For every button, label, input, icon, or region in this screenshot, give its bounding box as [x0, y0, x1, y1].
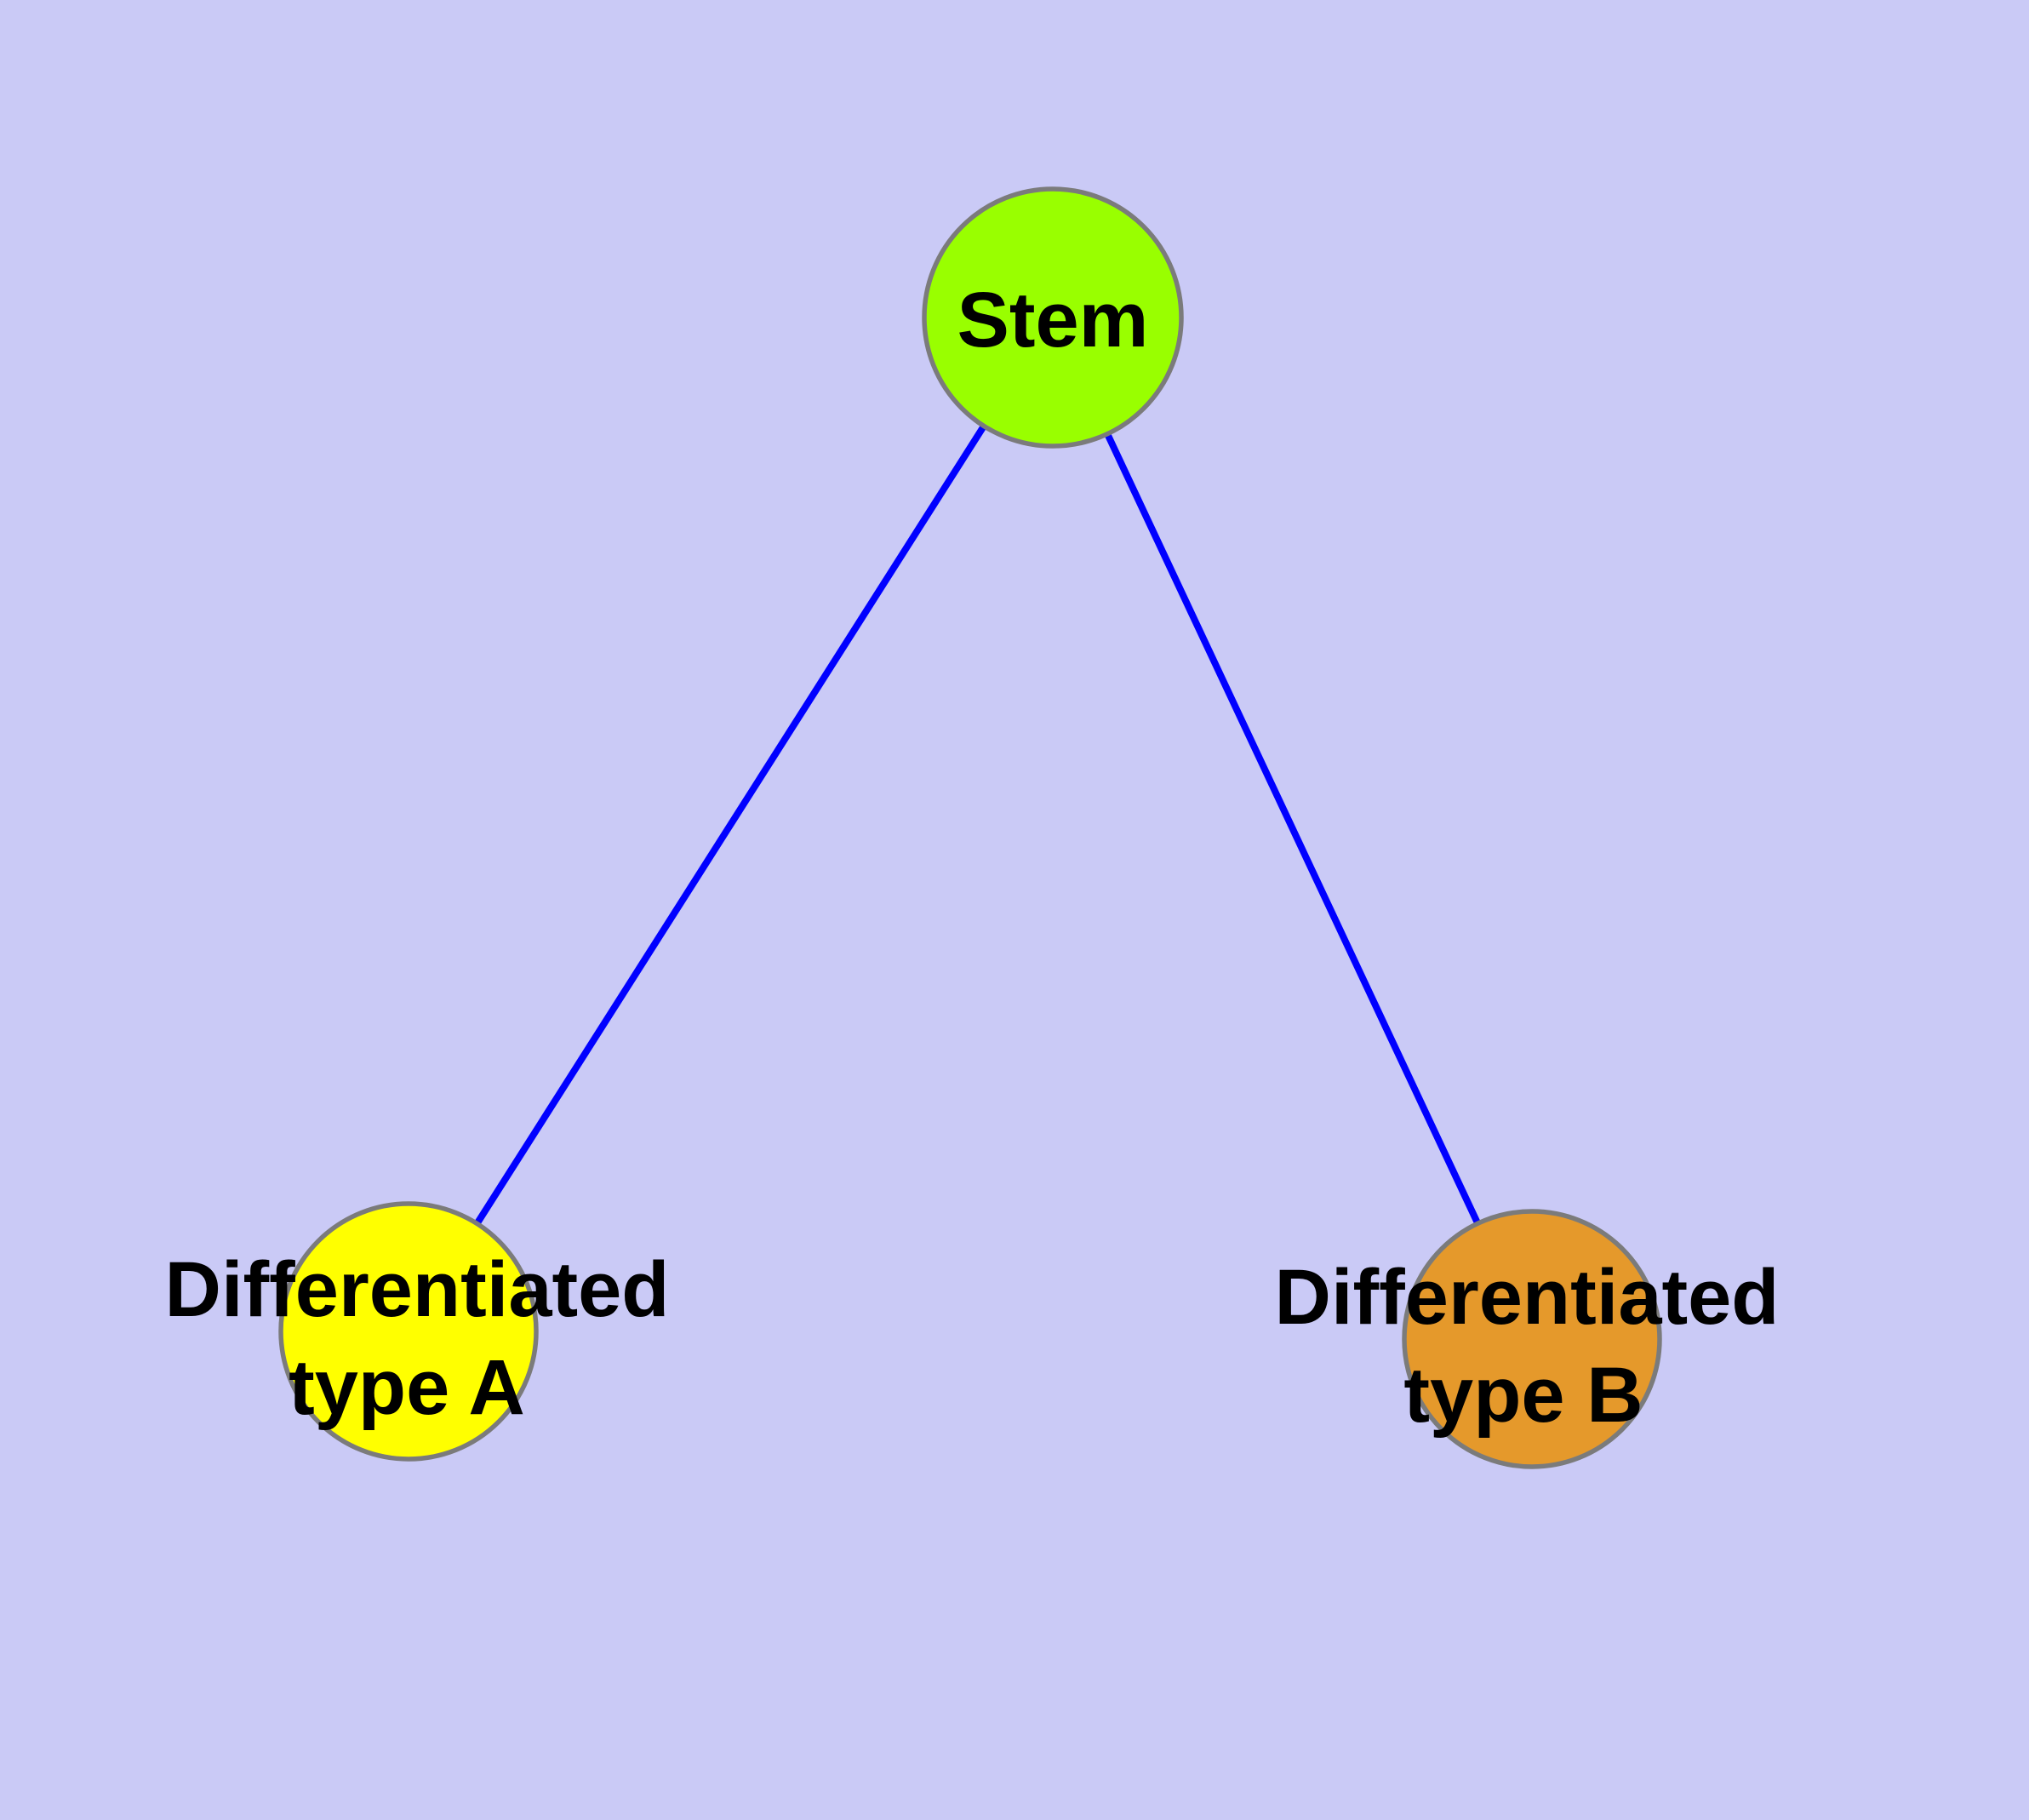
node-stem — [922, 186, 1184, 449]
node-differentiated-type-b — [1402, 1209, 1662, 1469]
node-type-a-label-line2: type A — [289, 1344, 525, 1431]
edge-stem-to-type-b — [1049, 316, 1535, 1341]
node-type-b-label-line1: Differentiated — [1275, 1254, 1780, 1341]
node-stem-label: Stem — [957, 277, 1149, 363]
node-differentiated-type-a — [278, 1201, 539, 1462]
edge-stem-to-type-a — [405, 315, 1056, 1334]
node-type-a-label-line1: Differentiated — [165, 1246, 670, 1333]
node-type-b-label-line2: type B — [1403, 1352, 1643, 1439]
